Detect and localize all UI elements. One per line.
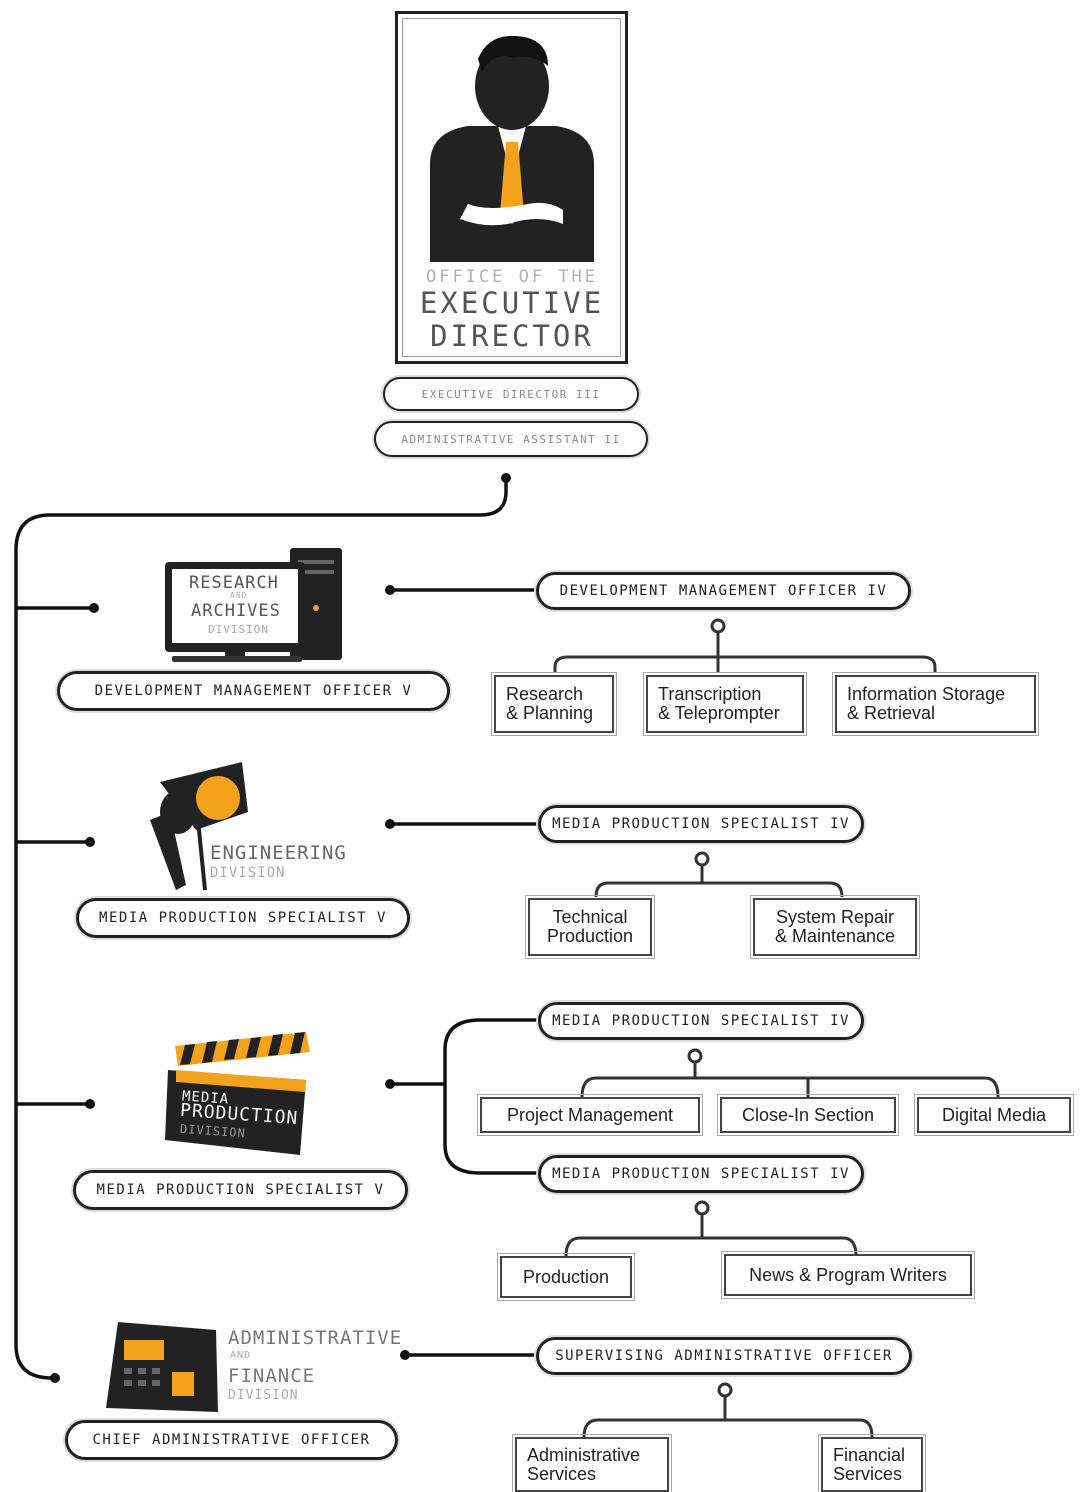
admin-div-line4: DIVISION bbox=[228, 1388, 299, 1403]
unit-technical-production: Technical Production bbox=[525, 895, 655, 959]
admin-div-line1: ADMINISTRATIVE bbox=[228, 1327, 403, 1349]
office-title-line1: OFFICE OF THE bbox=[425, 267, 599, 287]
admin-head-pill: CHIEF ADMINISTRATIVE OFFICER bbox=[65, 1420, 398, 1460]
research-div-line4: DIVISION bbox=[208, 623, 269, 636]
admin-div-line2: AND bbox=[230, 1350, 252, 1361]
research-div-line1: RESEARCH bbox=[189, 573, 279, 593]
link-media bbox=[388, 1018, 542, 1175]
unit-transcription: Transcription & Teleprompter bbox=[643, 672, 807, 736]
research-group-head: DEVELOPMENT MANAGEMENT OFFICER IV bbox=[536, 572, 911, 610]
unit-production: Production bbox=[497, 1253, 635, 1301]
unit-research-planning: Research & Planning bbox=[491, 672, 617, 736]
admin-group-head: SUPERVISING ADMINISTRATIVE OFFICER bbox=[536, 1337, 912, 1375]
research-div-line2: AND bbox=[230, 591, 248, 600]
media-group1-head: MEDIA PRODUCTION SPECIALIST IV bbox=[538, 1002, 864, 1040]
research-div-line3: ARCHIVES bbox=[191, 601, 281, 621]
engineering-div-line2: DIVISION bbox=[210, 865, 286, 881]
media-group2-head: MEDIA PRODUCTION SPECIALIST IV bbox=[538, 1155, 864, 1193]
unit-administrative-services: Administrative Services bbox=[512, 1434, 672, 1492]
unit-close-in-section: Close-In Section bbox=[717, 1094, 899, 1136]
media-head-pill: MEDIA PRODUCTION SPECIALIST V bbox=[73, 1170, 408, 1210]
unit-digital-media: Digital Media bbox=[914, 1094, 1074, 1136]
unit-financial-services: Financial Services bbox=[818, 1434, 926, 1492]
trunk-line bbox=[14, 476, 508, 1380]
position-executive-director: EXECUTIVE DIRECTOR III bbox=[383, 377, 639, 411]
position-admin-assistant: ADMINISTRATIVE ASSISTANT II bbox=[374, 421, 648, 457]
unit-project-management: Project Management bbox=[477, 1094, 703, 1136]
office-title-line3: DIRECTOR bbox=[430, 319, 594, 353]
engineering-head-pill: MEDIA PRODUCTION SPECIALIST V bbox=[76, 898, 410, 938]
unit-information-storage: Information Storage & Retrieval bbox=[832, 672, 1039, 736]
unit-system-repair: System Repair & Maintenance bbox=[750, 895, 920, 959]
office-title-line2: EXECUTIVE bbox=[419, 286, 605, 320]
executive-person-icon bbox=[430, 35, 594, 262]
executive-director-card: OFFICE OF THE EXECUTIVE DIRECTOR bbox=[395, 11, 628, 364]
engineering-div-line1: ENGINEERING bbox=[210, 842, 347, 864]
unit-news-program-writers: News & Program Writers bbox=[721, 1251, 975, 1299]
admin-div-line3: FINANCE bbox=[228, 1365, 316, 1387]
engineering-group-head: MEDIA PRODUCTION SPECIALIST IV bbox=[538, 805, 864, 843]
research-head-pill: DEVELOPMENT MANAGEMENT OFFICER V bbox=[57, 671, 450, 711]
